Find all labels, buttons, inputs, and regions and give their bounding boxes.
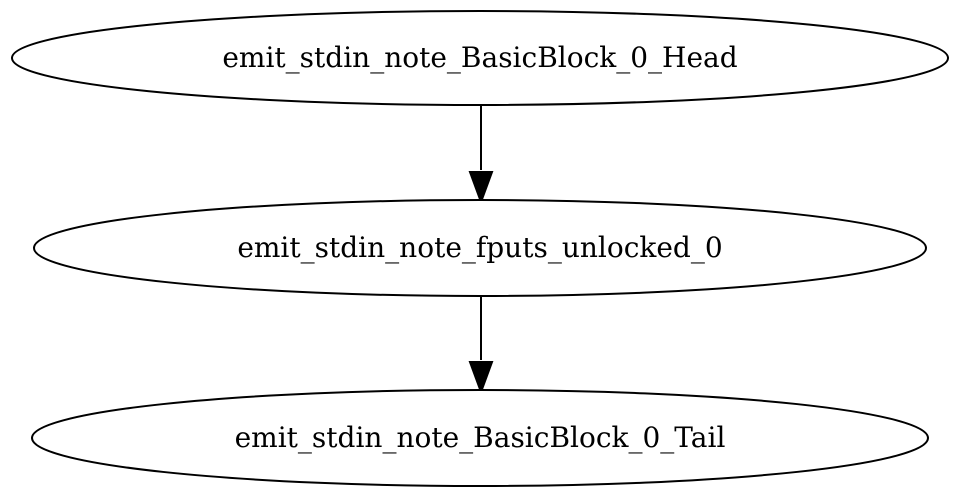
- edge-head-to-fputs: [468, 105, 494, 205]
- node-fputs: emit_stdin_note_fputs_unlocked_0: [33, 199, 927, 297]
- node-head: emit_stdin_note_BasicBlock_0_Head: [11, 10, 949, 106]
- node-tail: emit_stdin_note_BasicBlock_0_Tail: [31, 389, 929, 487]
- edge-fputs-to-tail: [468, 296, 494, 395]
- node-head-label: emit_stdin_note_BasicBlock_0_Head: [222, 41, 737, 74]
- node-fputs-label: emit_stdin_note_fputs_unlocked_0: [237, 231, 722, 264]
- arrowhead-icon: [468, 361, 494, 395]
- node-tail-label: emit_stdin_note_BasicBlock_0_Tail: [235, 421, 726, 454]
- arrowhead-icon: [468, 171, 494, 205]
